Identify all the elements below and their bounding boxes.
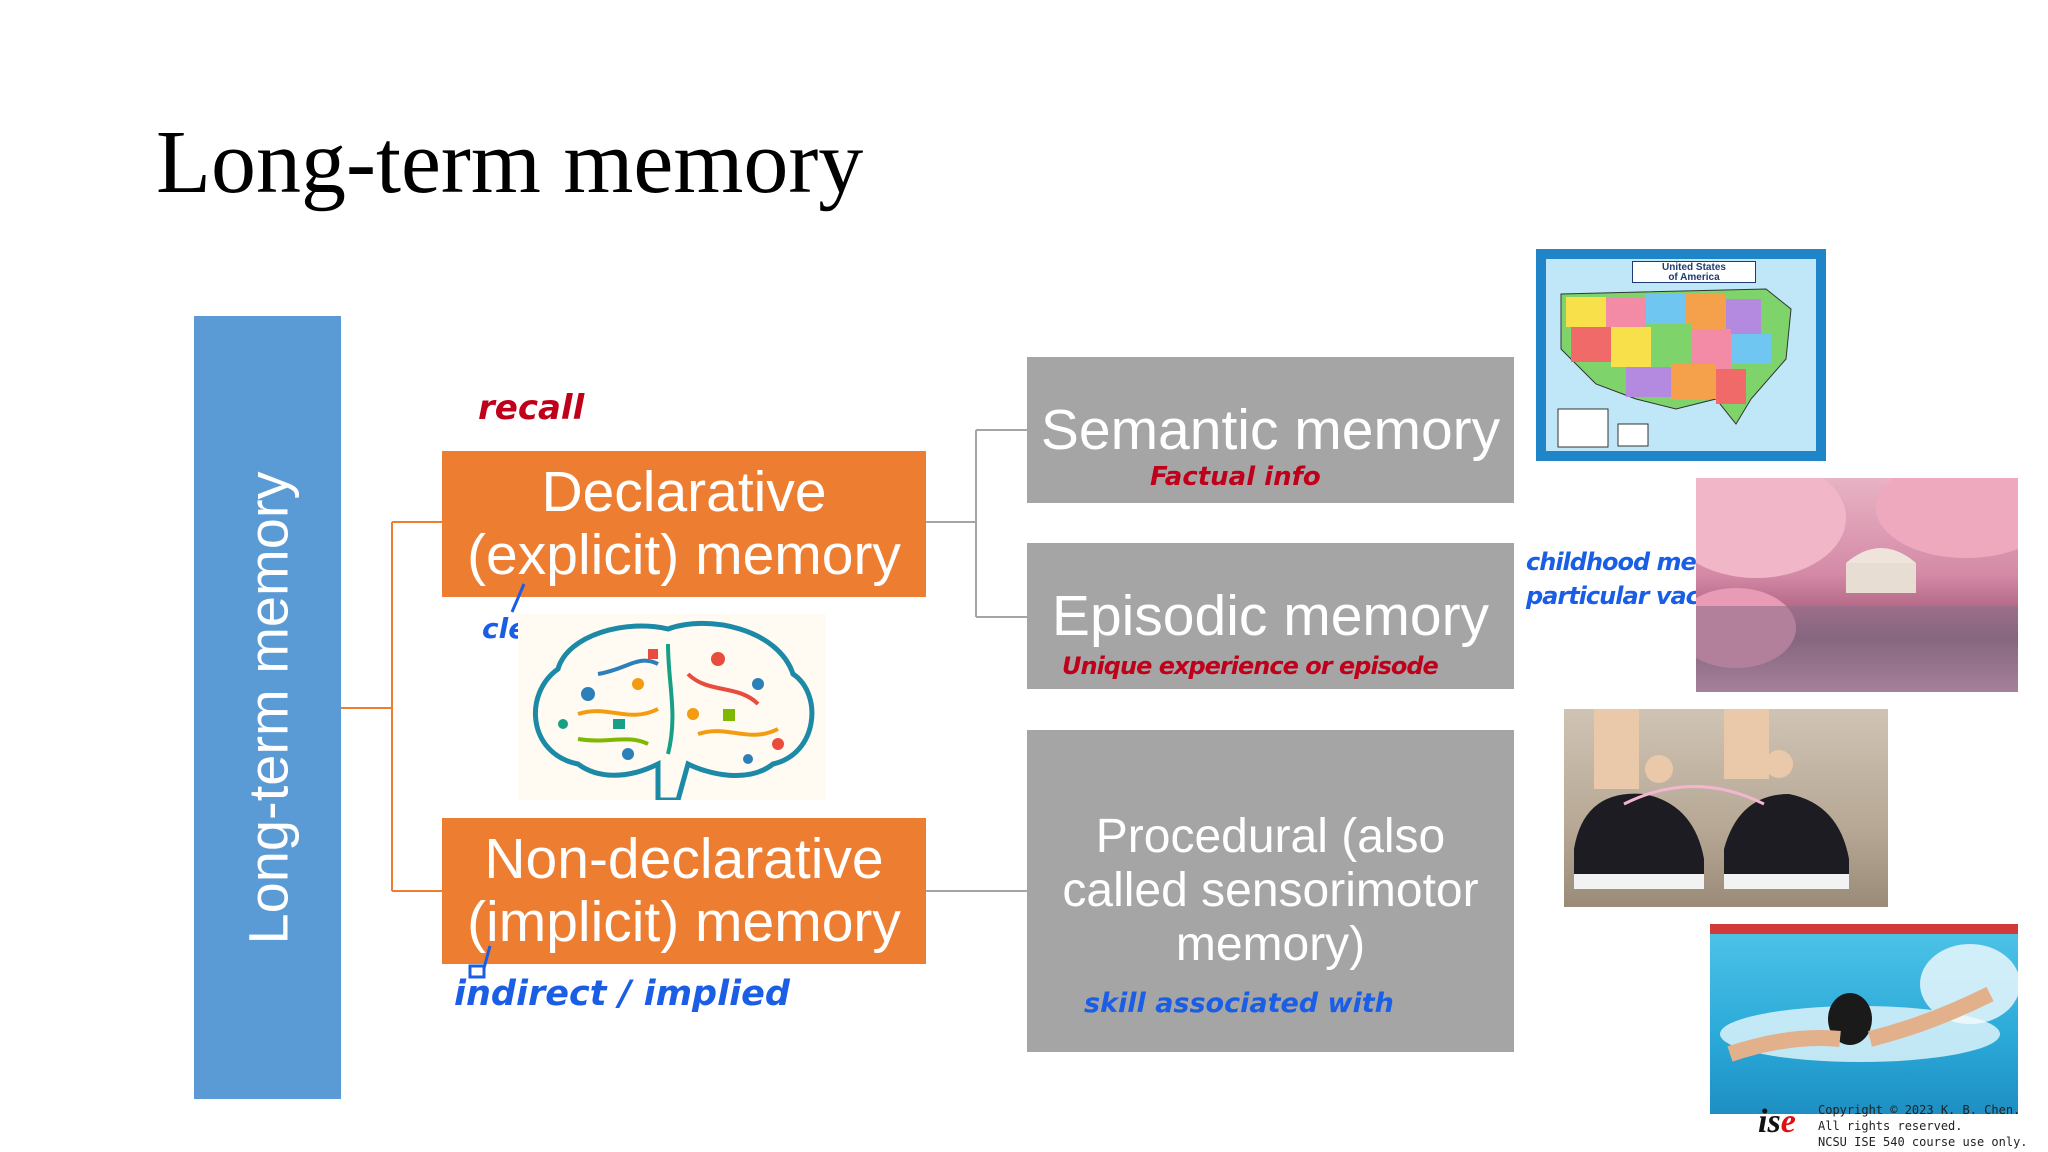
cherry-blossom-graphic (1696, 478, 2018, 692)
us-map-graphic (1557, 288, 1792, 448)
episodic-memory-label: Episodic memory (1051, 584, 1490, 648)
annotation-indirect-implied: indirect / implied (454, 974, 790, 1014)
nondeclarative-memory-box: Non-declarative (implicit) memory (442, 818, 926, 964)
copyright-line3: NCSU ISE 540 course use only. (1818, 1135, 2028, 1149)
procedural-memory-box: Procedural (also called sensorimotor mem… (1027, 730, 1514, 1052)
semantic-memory-label: Semantic memory (1040, 398, 1501, 462)
ise-logo-accent: e (1780, 1103, 1796, 1140)
pen-stroke-clear (510, 583, 526, 613)
procedural-line3: memory) (1175, 917, 1366, 971)
brain-graphic (533, 620, 815, 800)
map-title-line1: United States (1662, 262, 1726, 273)
map-title-line2: of America (1668, 272, 1720, 283)
annotation-recall: recall (478, 388, 585, 428)
copyright-line1: Copyright © 2023 K. B. Chen. (1818, 1103, 2021, 1117)
long-term-memory-box: Long-term memory (194, 316, 341, 1099)
semantic-memory-box: Semantic memory (1027, 357, 1514, 503)
swimmer-photo (1710, 924, 2018, 1114)
copyright-notice: Copyright © 2023 K. B. Chen. All rights r… (1818, 1102, 2028, 1150)
nondeclarative-line2: (implicit) memory (467, 890, 901, 954)
annotation-skill-associated: skill associated with (1084, 988, 1394, 1019)
map-title-label: United States of America (1632, 261, 1756, 283)
orange-connectors (341, 521, 442, 892)
brain-illustration (518, 614, 826, 800)
copyright-line2: All rights reserved. (1818, 1119, 1963, 1133)
pen-box-indirect (468, 964, 486, 979)
procedural-line1: Procedural (also (1095, 810, 1446, 863)
slide-title: Long-term memory (156, 113, 864, 212)
us-map-image: United States of America (1536, 249, 1826, 461)
annotation-factual-info: Factual info (1150, 462, 1321, 492)
declarative-memory-box: Declarative (explicit) memory (442, 451, 926, 597)
annotation-unique-experience: Unique experience or episode (1062, 652, 1439, 680)
swimmer-graphic (1710, 924, 2018, 1062)
episodic-memory-box: Episodic memory (1027, 543, 1514, 689)
pen-stroke-indirect (482, 945, 492, 969)
ise-logo-main: is (1758, 1103, 1781, 1140)
shoe-tying-graphic (1574, 709, 1849, 889)
cherry-blossom-photo (1696, 478, 2018, 692)
gray-connectors (926, 429, 1027, 892)
shoe-tying-photo (1564, 709, 1888, 907)
ise-logo: ise (1758, 1103, 1804, 1140)
declarative-line2: (explicit) memory (467, 523, 901, 587)
nondeclarative-line1: Non-declarative (484, 827, 884, 892)
procedural-line2: called sensorimotor (1062, 863, 1479, 917)
declarative-line1: Declarative (541, 460, 827, 525)
